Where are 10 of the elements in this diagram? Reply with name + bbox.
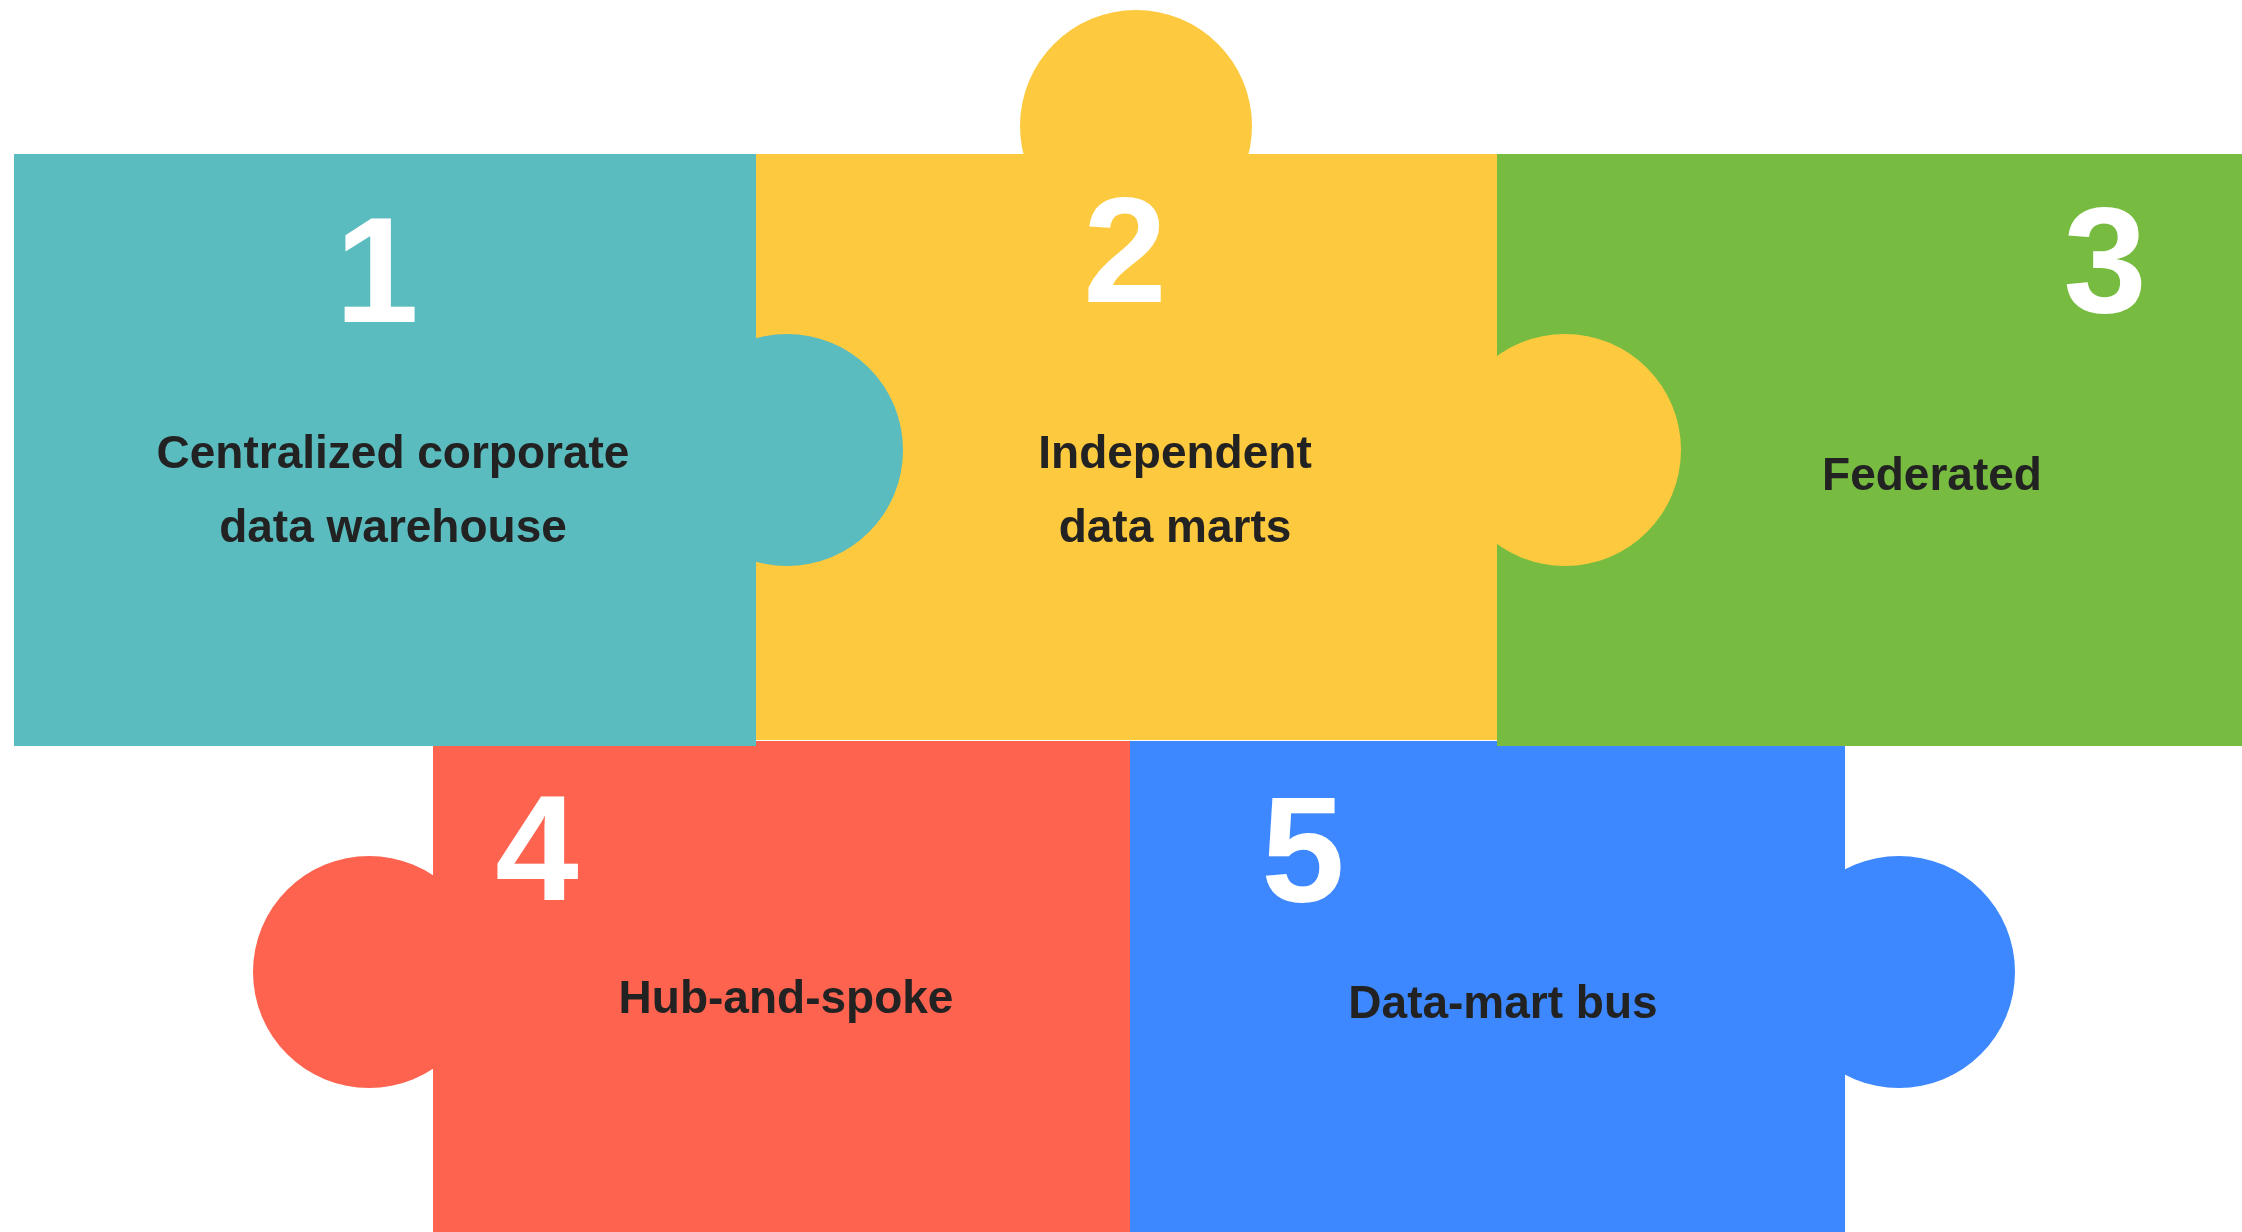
piece-label: Federated [1821,447,2043,503]
piece-label: Data-mart bus [1347,975,1659,1031]
step-number: 4 [495,773,579,923]
step-number: 5 [1261,775,1345,925]
step-number: 3 [2063,185,2147,335]
piece-label: Centralized corporate data warehouse [155,425,631,554]
step-number: 2 [1083,175,1167,325]
step-number: 1 [335,195,419,345]
piece-label: Hub-and-spoke [617,970,955,1026]
piece-label: Independent data marts [1037,425,1313,554]
